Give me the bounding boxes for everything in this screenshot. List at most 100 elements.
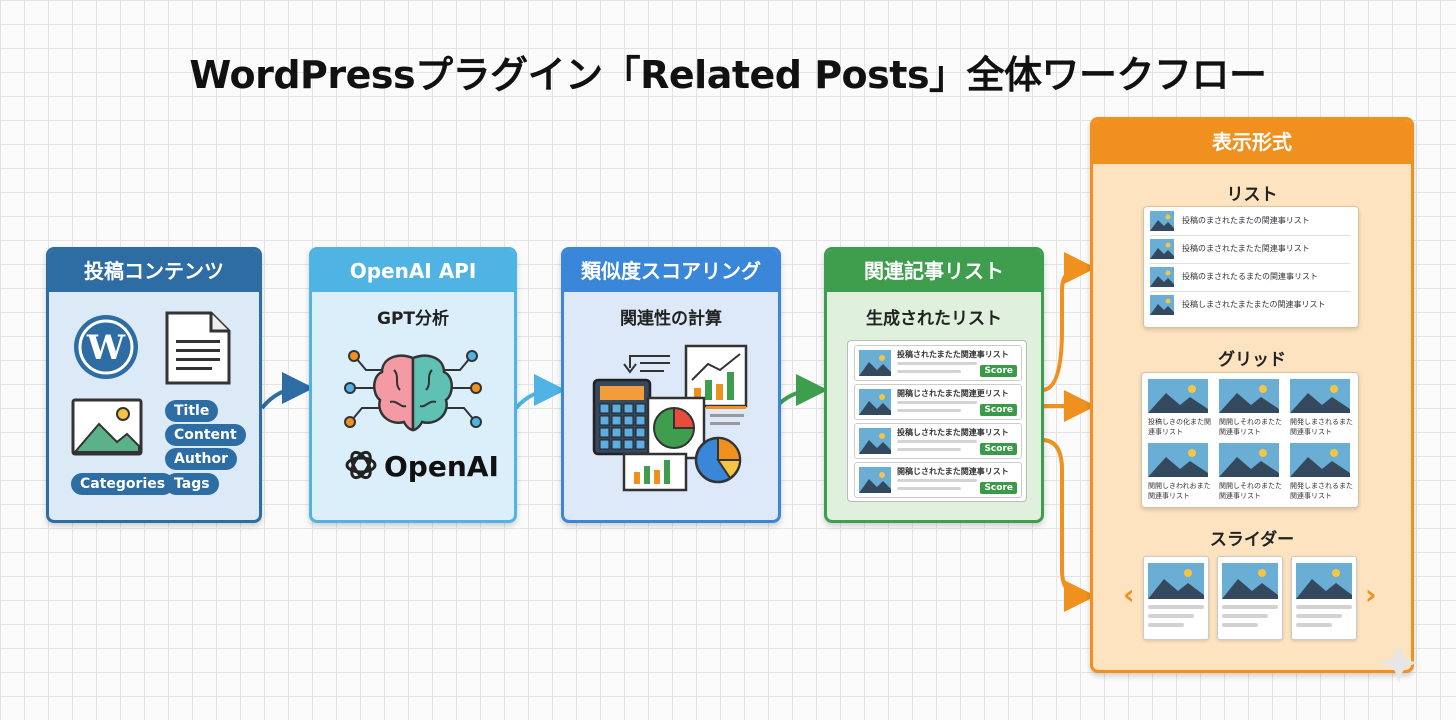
text-line bbox=[897, 487, 961, 490]
slider-next-icon[interactable]: › bbox=[1365, 578, 1377, 611]
tag-author: Author bbox=[165, 448, 237, 470]
thumbnail-image-icon bbox=[859, 467, 891, 493]
diagram-title: WordPressプラグイン「Related Posts」全体ワークフロー bbox=[189, 53, 1267, 97]
slider-card bbox=[1217, 556, 1283, 640]
related-subtitle: 生成されたリスト bbox=[866, 309, 1002, 329]
tag-content: Content bbox=[165, 424, 246, 446]
score-badge: Score bbox=[980, 365, 1017, 377]
text-line bbox=[897, 362, 977, 365]
thumbnail-image-icon bbox=[1290, 379, 1350, 413]
text-line bbox=[897, 440, 977, 443]
arrow-scoring-to-related bbox=[777, 374, 828, 407]
list-item-title: 投稿のまされたまたの関連事リスト bbox=[1182, 216, 1310, 225]
tag-tags: Tags bbox=[165, 473, 219, 495]
grid-item-title: 関開しきわれおまた関連事リスト bbox=[1148, 482, 1211, 500]
text-line bbox=[1296, 614, 1342, 618]
svg-text:W: W bbox=[86, 328, 126, 368]
text-line bbox=[1222, 605, 1278, 609]
thumbnail-image-icon bbox=[1150, 239, 1174, 259]
text-line bbox=[897, 479, 977, 482]
text-line bbox=[897, 448, 961, 451]
openai-logo-icon bbox=[345, 450, 377, 480]
sparkle-icon bbox=[1378, 642, 1420, 684]
thumbnail-image-icon bbox=[1222, 563, 1278, 599]
display-card-header: 表示形式 bbox=[1093, 120, 1411, 164]
thumbnail-image-icon bbox=[1150, 295, 1174, 315]
scoring-card-header: 類似度スコアリング bbox=[564, 250, 778, 292]
image-icon bbox=[71, 398, 143, 456]
thumbnail-image-icon bbox=[859, 389, 891, 415]
thumbnail-image-icon bbox=[1150, 211, 1174, 231]
analytics-icons bbox=[592, 344, 748, 492]
thumbnail-image-icon bbox=[1148, 443, 1208, 477]
thumbnail-image-icon bbox=[1290, 443, 1350, 477]
brain-network-icon bbox=[344, 350, 482, 432]
arrow-openai-to-scoring bbox=[514, 374, 566, 410]
grid-item-title: 関開しそれのまたた関連事リスト bbox=[1219, 482, 1282, 500]
list-item: 投稿しまされたまたまたの関連事リスト bbox=[1150, 293, 1350, 319]
text-line bbox=[1296, 623, 1332, 627]
score-badge: Score bbox=[980, 404, 1017, 416]
list-item: 投稿のまされたるまたの関連事リスト bbox=[1150, 265, 1350, 292]
slider-prev-icon[interactable]: ‹ bbox=[1123, 578, 1135, 611]
wordpress-icon: W bbox=[74, 315, 138, 379]
thumbnail-image-icon bbox=[1148, 379, 1208, 413]
grid-item: 関開しそれのまたた関連事リスト bbox=[1219, 443, 1282, 503]
arrow-content-to-openai bbox=[260, 372, 314, 410]
grid-preview: 投稿しきの化また関連事リスト 関開しそれのまたた関連事リスト 開発しまされるまた… bbox=[1141, 372, 1359, 508]
text-line bbox=[1148, 623, 1184, 627]
grid-item: 開発しまされるまた関連事リスト bbox=[1290, 379, 1353, 439]
related-list: 投稿されたまたた関連事リスト Score 開稿じされたまた関連更リスト Scor… bbox=[847, 340, 1027, 502]
arrow-related-to-slider bbox=[1041, 438, 1096, 612]
text-line bbox=[1222, 623, 1258, 627]
grid-item: 関開しそれのまたた関連事リスト bbox=[1219, 379, 1282, 439]
related-row: 開稿じされたまた関連更リスト Score bbox=[854, 384, 1022, 420]
text-line bbox=[1222, 614, 1268, 618]
grid-item: 開発しまされるまた関連事リスト bbox=[1290, 443, 1353, 503]
grid-item-title: 投稿しきの化また関連事リスト bbox=[1148, 418, 1211, 436]
text-line bbox=[1296, 605, 1352, 609]
thumbnail-image-icon bbox=[1219, 443, 1279, 477]
tag-categories: Categories bbox=[71, 473, 175, 495]
grid-item: 関開しきわれおまた関連事リスト bbox=[1148, 443, 1211, 503]
openai-card-header: OpenAI API bbox=[312, 250, 514, 292]
grid-item: 投稿しきの化また関連事リスト bbox=[1148, 379, 1211, 439]
list-section-title: リスト bbox=[1226, 185, 1278, 205]
thumbnail-image-icon bbox=[1150, 267, 1174, 287]
related-card: 関連記事リスト 生成されたリスト 投稿されたまたた関連事リスト Score 開稿… bbox=[824, 247, 1044, 523]
thumbnail-image-icon bbox=[1296, 563, 1352, 599]
list-item: 投稿のまされたまたた関連事リスト bbox=[1150, 237, 1350, 264]
text-line bbox=[1148, 605, 1204, 609]
scoring-card: 類似度スコアリング 関連性の計算 bbox=[561, 247, 781, 523]
related-row-title: 開稿じされたまた関連更リスト bbox=[897, 389, 1009, 398]
list-item-title: 投稿のまされたまたた関連事リスト bbox=[1182, 244, 1310, 253]
content-card: 投稿コンテンツ W Title Content Author Categorie… bbox=[46, 247, 262, 523]
grid-item-title: 関開しそれのまたた関連事リスト bbox=[1219, 418, 1282, 436]
document-icon bbox=[165, 311, 231, 385]
list-preview: 投稿のまされたまたの関連事リスト 投稿のまされたまたた関連事リスト 投稿のまされ… bbox=[1143, 206, 1359, 328]
slider-section-title: スライダー bbox=[1209, 530, 1295, 550]
grid-item-title: 開発しまされるまた関連事リスト bbox=[1290, 418, 1353, 436]
thumbnail-image-icon bbox=[859, 428, 891, 454]
display-card: 表示形式 リスト 投稿のまされたまたの関連事リスト 投稿のまされたまたた関連事リ… bbox=[1090, 117, 1414, 673]
score-badge: Score bbox=[980, 482, 1017, 494]
grid-section-title: グリッド bbox=[1218, 350, 1286, 370]
openai-subtitle: GPT分析 bbox=[376, 309, 449, 329]
text-line bbox=[897, 409, 961, 412]
thumbnail-image-icon bbox=[859, 350, 891, 376]
related-row-title: 投稿しされたまた関連事リスト bbox=[897, 428, 1009, 437]
related-row: 開稿じされたまた関連事リスト Score bbox=[854, 462, 1022, 498]
grid-item-title: 開発しまされるまた関連事リスト bbox=[1290, 482, 1353, 500]
score-badge: Score bbox=[980, 443, 1017, 455]
slider-card bbox=[1291, 556, 1357, 640]
tag-title: Title bbox=[165, 400, 219, 422]
openai-card: OpenAI API GPT分析 OpenAI bbox=[309, 247, 517, 523]
text-line bbox=[897, 370, 961, 373]
openai-logo-text: OpenAI bbox=[384, 450, 499, 483]
slider-card bbox=[1143, 556, 1209, 640]
related-row-title: 開稿じされたまた関連事リスト bbox=[897, 467, 1009, 476]
text-line bbox=[897, 401, 977, 404]
related-row: 投稿されたまたた関連事リスト Score bbox=[854, 345, 1022, 381]
related-card-header: 関連記事リスト bbox=[827, 250, 1041, 292]
